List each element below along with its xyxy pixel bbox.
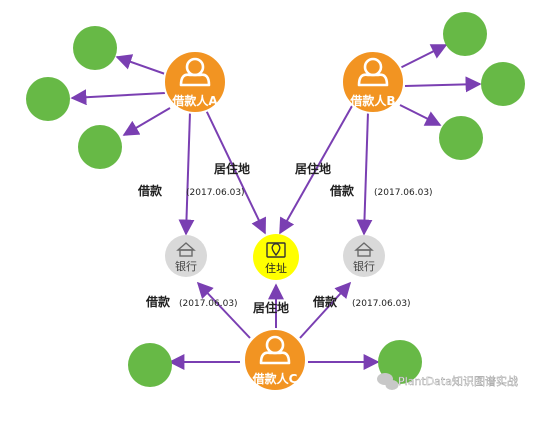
edge-a-n1 <box>115 54 169 76</box>
node-bank-right[interactable]: 银行 <box>343 235 385 277</box>
bank-left-label: 银行 <box>175 259 197 273</box>
edge-a-loan <box>178 111 195 236</box>
neighbor-nodes <box>26 12 525 387</box>
edge-a-loan-date: (2017.06.03) <box>186 188 245 198</box>
borrower-c-label: 借款人C <box>252 371 298 386</box>
neighbor-node-a2[interactable] <box>26 77 70 121</box>
node-residence[interactable]: 住址 <box>253 234 299 280</box>
edge-a-live-label: 居住地 <box>214 161 250 176</box>
neighbor-node-a1[interactable] <box>73 26 117 70</box>
edge-b-loan-label: 借款 <box>329 183 355 198</box>
neighbor-node-c1[interactable] <box>128 343 172 387</box>
location-pin-icon <box>266 242 286 258</box>
edges-a-neighbors <box>70 54 171 136</box>
node-borrower-c[interactable]: 借款人C <box>243 328 307 392</box>
borrower-b-label: 借款人B <box>349 93 395 108</box>
edge-c-loan-right-date: (2017.06.03) <box>352 299 411 309</box>
edge-c-loan-right-label: 借款 <box>312 294 338 309</box>
edge-b-live <box>279 105 353 235</box>
edge-a-live <box>205 109 266 235</box>
edge-a-n3 <box>122 107 171 136</box>
edge-c-loan-left <box>196 281 251 339</box>
edge-b-n1 <box>399 44 448 69</box>
neighbor-node-b2[interactable] <box>481 62 525 106</box>
node-borrower-b[interactable]: 借款人B <box>341 50 405 114</box>
edge-c-loan-left-label: 借款 <box>145 294 171 309</box>
edge-c-live-label: 居住地 <box>253 300 289 315</box>
edge-b-n3 <box>399 104 442 126</box>
edge-c-loan-left-date: (2017.06.03) <box>179 299 238 309</box>
bank-icon <box>176 242 196 257</box>
edges-main <box>178 105 373 339</box>
bank-right-label: 银行 <box>353 259 375 273</box>
edge-b-loan <box>356 111 373 236</box>
node-borrower-a[interactable]: 借款人A <box>163 50 227 114</box>
edge-b-n2 <box>404 76 482 93</box>
neighbor-node-b3[interactable] <box>439 116 483 160</box>
borrower-a-label: 借款人A <box>171 93 218 108</box>
wechat-icon <box>377 373 399 390</box>
edge-b-loan-date: (2017.06.03) <box>374 188 433 198</box>
neighbor-node-b1[interactable] <box>443 12 487 56</box>
edge-a-n2 <box>70 89 166 106</box>
edge-c-loan-right <box>299 281 352 339</box>
edge-a-loan-label: 借款 <box>137 183 163 198</box>
neighbor-node-a3[interactable] <box>78 125 122 169</box>
residence-label: 住址 <box>265 261 287 275</box>
node-bank-left[interactable]: 银行 <box>165 235 207 277</box>
bank-icon <box>354 242 374 257</box>
edge-b-live-label: 居住地 <box>295 161 331 176</box>
edge-labels: 借款 (2017.06.03) 居住地 居住地 借款 (2017.06.03) … <box>137 161 433 315</box>
watermark-text: PlantData知识图谱实战 <box>398 374 518 388</box>
watermark: PlantData知识图谱实战 <box>377 373 518 390</box>
edges-b-neighbors <box>399 44 482 126</box>
neighbor-node-c2[interactable] <box>378 340 422 384</box>
